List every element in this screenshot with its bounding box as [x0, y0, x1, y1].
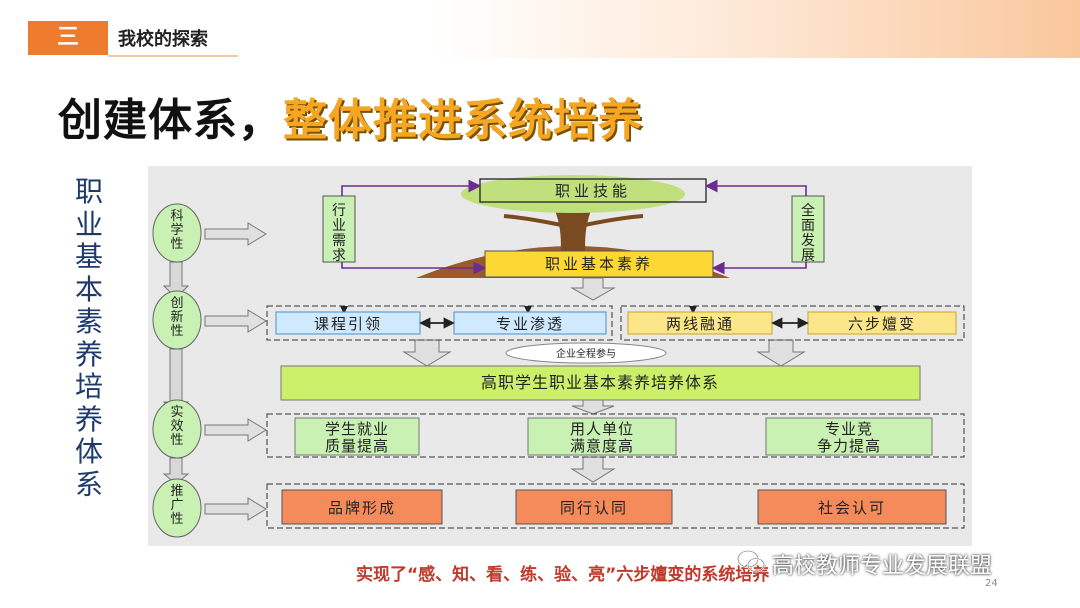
- side-title: 职业基本素养培养体系: [74, 175, 103, 501]
- brand-group: [266, 483, 965, 529]
- caption: 实现了“感、知、看、练、验、亮”六步嬗变的系统培养: [356, 565, 770, 585]
- arrow-left-base: [341, 261, 487, 275]
- outcome-1: [294, 417, 420, 456]
- section-number: 三: [28, 21, 108, 55]
- row1-group-left: [266, 305, 613, 341]
- attribute-2-label: 创新性: [170, 296, 183, 339]
- major-label: 专业渗透: [496, 315, 564, 333]
- outcome-3: [765, 417, 933, 456]
- brand-3-label: 社会认可: [818, 499, 886, 517]
- section-underline: [108, 55, 238, 57]
- attribute-arrow-right-1: [204, 222, 267, 246]
- arrow-right-base: [711, 261, 807, 275]
- arrow-right-top: [704, 179, 807, 196]
- all-round-label: 全面发展: [801, 202, 815, 264]
- attribute-arrow-right-2: [204, 309, 267, 333]
- down-arrow-2: [571, 399, 615, 415]
- system-label: 高职学生职业基本素养培养体系: [481, 373, 719, 392]
- brand-2: [515, 489, 673, 525]
- outcome-1-label: 学生就业质量提高: [325, 420, 389, 455]
- attribute-2: [152, 290, 202, 350]
- industry-demand-box: [322, 195, 356, 263]
- page-number: 24: [985, 578, 998, 589]
- headline: 创建体系，整体推进系统培养: [58, 84, 643, 148]
- brand-3: [757, 489, 947, 525]
- watermark: 高校教师专业发展联盟: [772, 554, 993, 579]
- outcome-2-label: 用人单位满意度高: [570, 420, 634, 455]
- attribute-arrow-right-4: [204, 497, 267, 521]
- wechat-icon: [737, 550, 765, 573]
- attribute-1: [152, 203, 202, 263]
- tree-branches: [503, 198, 644, 228]
- industry-demand-label: 行业需求: [332, 203, 346, 264]
- system-bar: [280, 365, 921, 401]
- headline-highlight: 整体推进系统培养: [283, 95, 643, 146]
- outcome-2: [527, 417, 677, 456]
- attribute-4-label: 推广性: [170, 484, 183, 527]
- tree-canopy: [461, 175, 685, 213]
- attribute-4: [152, 478, 202, 538]
- brand-1: [281, 489, 443, 525]
- attribute-column: 科学性 创新性 实效性 推广性: [152, 203, 267, 538]
- skill-label: 职业技能: [555, 182, 631, 200]
- attribute-1-label: 科学性: [170, 209, 183, 252]
- attribute-3-label: 实效性: [170, 405, 183, 448]
- brand-2-label: 同行认同: [560, 499, 628, 517]
- outcome-3-label: 专业竞争力提高: [817, 420, 881, 455]
- attribute-3: [152, 399, 202, 459]
- down-arrow-left: [402, 339, 452, 367]
- base-label: 职业基本素养: [545, 255, 653, 273]
- two-line-label: 两线融通: [666, 315, 734, 333]
- arrow-left-top: [341, 179, 482, 196]
- header-band: [0, 0, 1080, 58]
- row1-group-right: [620, 305, 965, 341]
- diagram: 职业技能 职业基本素养 行业需求 全面发展 科学性 创新性 实效性 推广性: [148, 166, 972, 546]
- down-arrow-3: [570, 456, 616, 483]
- section-title: 我校的探索: [118, 29, 208, 50]
- enterprise-label: 企业全程参与: [556, 347, 616, 360]
- attribute-arrow-right-3: [204, 418, 267, 442]
- enterprise-ellipse: [505, 342, 667, 364]
- down-arrow-right: [756, 339, 806, 367]
- course-label: 课程引领: [314, 315, 382, 333]
- outcomes-group: [266, 413, 965, 458]
- down-arrow-1: [570, 277, 616, 301]
- all-round-box: [791, 195, 825, 263]
- diagram-canvas: 职业技能 职业基本素养 行业需求 全面发展 科学性 创新性 实效性 推广性: [152, 175, 965, 538]
- attribute-arrow-3: [162, 457, 190, 485]
- six-step-label: 六步嬗变: [848, 315, 916, 333]
- headline-part1: 创建体系，: [58, 95, 283, 146]
- brand-1-label: 品牌形成: [328, 499, 396, 517]
